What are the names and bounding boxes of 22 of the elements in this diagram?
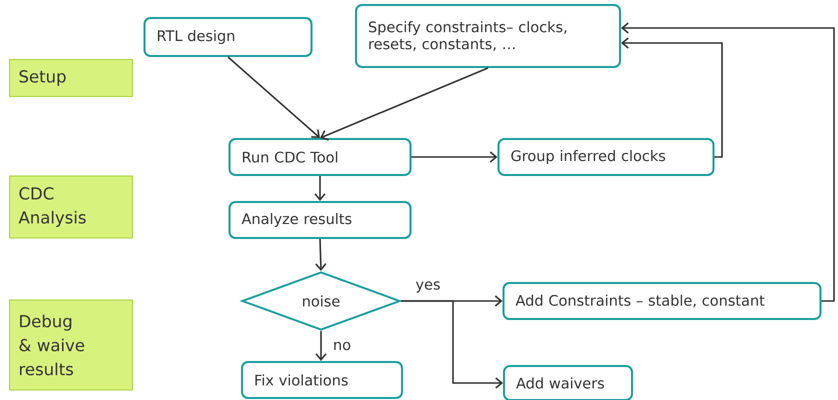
phase-box: Setup bbox=[9, 59, 133, 97]
edge-label: yes bbox=[414, 280, 442, 294]
process-box: Run CDC Tool bbox=[228, 138, 412, 176]
arrow bbox=[412, 151, 498, 163]
phase-box: Debug & waive results bbox=[9, 300, 133, 390]
arrow bbox=[315, 331, 327, 361]
arrow bbox=[315, 238, 326, 271]
process-box: Add Constraints – stable, constant bbox=[502, 282, 822, 320]
arrow bbox=[621, 22, 835, 302]
edge-label: no bbox=[332, 340, 352, 352]
arrow bbox=[227, 56, 320, 138]
arrow bbox=[314, 176, 326, 201]
process-box: Specify constraints– clocks, resets, constants, … bbox=[355, 4, 621, 68]
process-box: Fix violations bbox=[241, 361, 403, 399]
process-box: RTL design bbox=[144, 17, 312, 57]
arrow bbox=[320, 67, 488, 141]
process-box: Add waivers bbox=[503, 365, 633, 400]
arrow bbox=[621, 37, 723, 158]
process-box: Analyze results bbox=[228, 201, 412, 239]
process-box: Group inferred clocks bbox=[498, 138, 714, 176]
phase-box: CDC Analysis bbox=[9, 176, 133, 238]
arrow bbox=[401, 300, 503, 389]
